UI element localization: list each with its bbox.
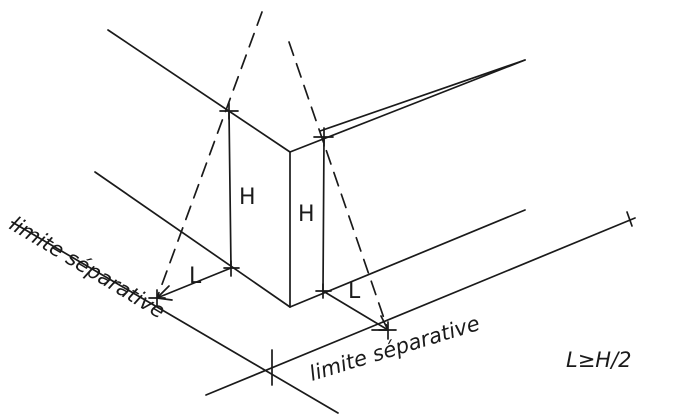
left-boundary-line: [11, 221, 339, 414]
right-boundary-cross-mark: [378, 321, 397, 340]
distance-label-left: L: [189, 264, 202, 289]
right-top-cross-mark: [313, 127, 334, 147]
rule-label: L≥H/2: [566, 348, 632, 372]
left-top-cross-mark: [219, 102, 239, 120]
left-height-line: [228, 110, 232, 269]
right-base-cross-mark: [315, 283, 332, 299]
distance-label-right: L: [348, 279, 361, 304]
right-projection-dashed-line: [288, 41, 389, 331]
right-wall-top-edge: [289, 59, 526, 153]
height-label-right: H: [298, 202, 315, 227]
left-base-cross-mark: [223, 260, 240, 277]
left-wall-base-edge: [94, 171, 291, 308]
right-setback-arrow: [322, 290, 389, 331]
left-boundary-cross-mark: [148, 289, 166, 307]
height-label-left: H: [239, 185, 256, 210]
right-height-line: [322, 136, 325, 292]
upper-right-line: [319, 59, 526, 132]
right-boundary-end-tick: [626, 211, 633, 227]
right-boundary-line: [205, 217, 636, 396]
left-projection-dashed-line: [156, 11, 263, 299]
left-setback-arrow: [156, 267, 232, 299]
boundary-label-right: limite séparative: [306, 311, 482, 386]
boundary-label-left: limite séparative: [5, 212, 169, 324]
left-wall-top-edge: [107, 29, 291, 153]
